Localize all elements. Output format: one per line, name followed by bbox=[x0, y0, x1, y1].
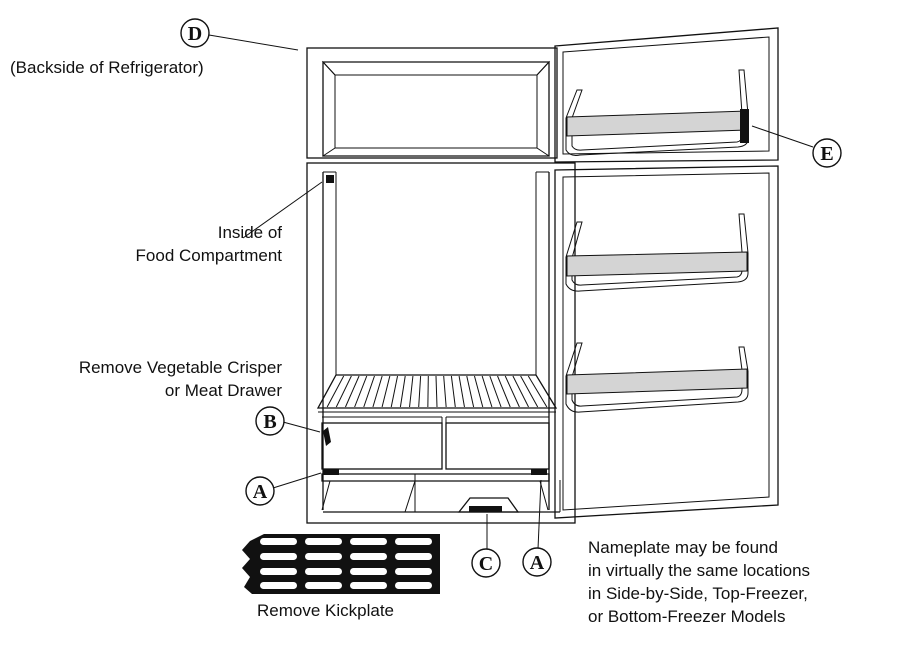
shelf-rib bbox=[391, 376, 397, 407]
label-inside-line2: Food Compartment bbox=[136, 246, 283, 265]
nameplate-marker-a-right bbox=[531, 469, 547, 475]
shelf-rib bbox=[336, 376, 351, 407]
shelf-rib bbox=[444, 376, 446, 407]
kickplate-vent-slot bbox=[260, 538, 297, 545]
label-inside-line1: Inside of bbox=[218, 223, 283, 242]
marker-b-letter: B bbox=[263, 411, 276, 433]
shelf-rib bbox=[482, 376, 492, 407]
marker-e-letter: E bbox=[820, 143, 833, 165]
marker-b: B bbox=[256, 407, 284, 435]
glass-shelf bbox=[318, 375, 556, 412]
leader-a-right bbox=[538, 480, 541, 549]
marker-c: C bbox=[472, 549, 500, 577]
marker-d: D bbox=[181, 19, 209, 47]
kickplate-vent-slot bbox=[260, 568, 297, 575]
food-door bbox=[555, 166, 778, 518]
nameplate-marker-c bbox=[469, 506, 502, 512]
shelf-rib bbox=[474, 376, 482, 407]
shelf-rib bbox=[382, 376, 390, 407]
marker-a-right-letter: A bbox=[530, 552, 545, 574]
marker-a-left: A bbox=[246, 477, 274, 505]
food-door-bin-lower bbox=[566, 343, 748, 412]
leader-e bbox=[752, 126, 813, 147]
label-backside: (Backside of Refrigerator) bbox=[10, 58, 204, 77]
crisper-drawer-right bbox=[446, 423, 549, 469]
kickplate-vent-slot bbox=[305, 582, 342, 589]
kickplate-vent-slot bbox=[305, 538, 342, 545]
label-crisper-line1: Remove Vegetable Crisper bbox=[79, 358, 283, 377]
marker-e: E bbox=[813, 139, 841, 167]
kickplate-vent-slot bbox=[350, 582, 387, 589]
refrigerator-cabinet bbox=[307, 48, 575, 523]
shelf-rib bbox=[373, 376, 382, 407]
kickplate-vent-slot bbox=[395, 582, 432, 589]
shelf-rib bbox=[410, 376, 413, 407]
marker-a-right: A bbox=[523, 548, 551, 576]
crisper-drawer-left bbox=[322, 423, 442, 469]
label-crisper-line2: or Meat Drawer bbox=[165, 381, 282, 400]
kickplate-vent-slot bbox=[260, 582, 297, 589]
kickplate-vent-slot bbox=[395, 568, 432, 575]
kickplate-vent-slot bbox=[395, 553, 432, 560]
shelf-rib bbox=[419, 376, 421, 407]
shelf-rib bbox=[459, 376, 464, 407]
leader-b bbox=[283, 422, 320, 432]
nameplate-marker-b bbox=[323, 427, 331, 446]
note-line2: in virtually the same locations bbox=[588, 561, 810, 580]
nameplate-marker-e bbox=[740, 109, 749, 143]
kickplate bbox=[242, 534, 440, 594]
note-line3: in Side-by-Side, Top-Freezer, bbox=[588, 584, 808, 603]
marker-a-left-letter: A bbox=[253, 481, 268, 503]
nameplate-marker-inside bbox=[326, 175, 334, 183]
shelf-rib bbox=[451, 376, 455, 407]
shelf-rib bbox=[513, 376, 529, 407]
kickplate-vent-slot bbox=[350, 553, 387, 560]
note-line4: or Bottom-Freezer Models bbox=[588, 607, 785, 626]
freezer-section bbox=[307, 48, 557, 158]
marker-d-letter: D bbox=[188, 23, 202, 45]
shelf-rib bbox=[467, 376, 474, 407]
freezer-door-bin bbox=[566, 70, 748, 155]
leader-d bbox=[209, 35, 298, 50]
label-kickplate: Remove Kickplate bbox=[257, 601, 394, 620]
shelf-rib bbox=[528, 376, 547, 407]
shelf-rib bbox=[436, 376, 437, 407]
shelf-rib bbox=[327, 376, 344, 407]
kickplate-vent-slot bbox=[350, 568, 387, 575]
kickplate-vent-slot bbox=[350, 538, 387, 545]
note-line1: Nameplate may be found bbox=[588, 538, 778, 557]
refrigerator-doors bbox=[555, 28, 778, 518]
shelf-rib bbox=[505, 376, 519, 407]
freezer-door bbox=[555, 28, 778, 162]
shelf-rib bbox=[345, 376, 359, 407]
kickplate-vent-slot bbox=[260, 553, 297, 560]
kickplate-vent-slot bbox=[305, 568, 342, 575]
nameplate-marker-a-left bbox=[323, 469, 339, 475]
bottom-drawer-area bbox=[322, 474, 549, 512]
shelf-rib bbox=[521, 376, 538, 407]
leader-a-left bbox=[273, 473, 321, 488]
shelf-rib bbox=[400, 376, 405, 407]
freezer-interior bbox=[323, 62, 549, 156]
kickplate-vent-slot bbox=[305, 553, 342, 560]
marker-c-letter: C bbox=[479, 553, 493, 575]
food-door-bin-upper bbox=[566, 214, 748, 291]
kickplate-vent-slot bbox=[395, 538, 432, 545]
crisper-drawers bbox=[322, 417, 549, 469]
